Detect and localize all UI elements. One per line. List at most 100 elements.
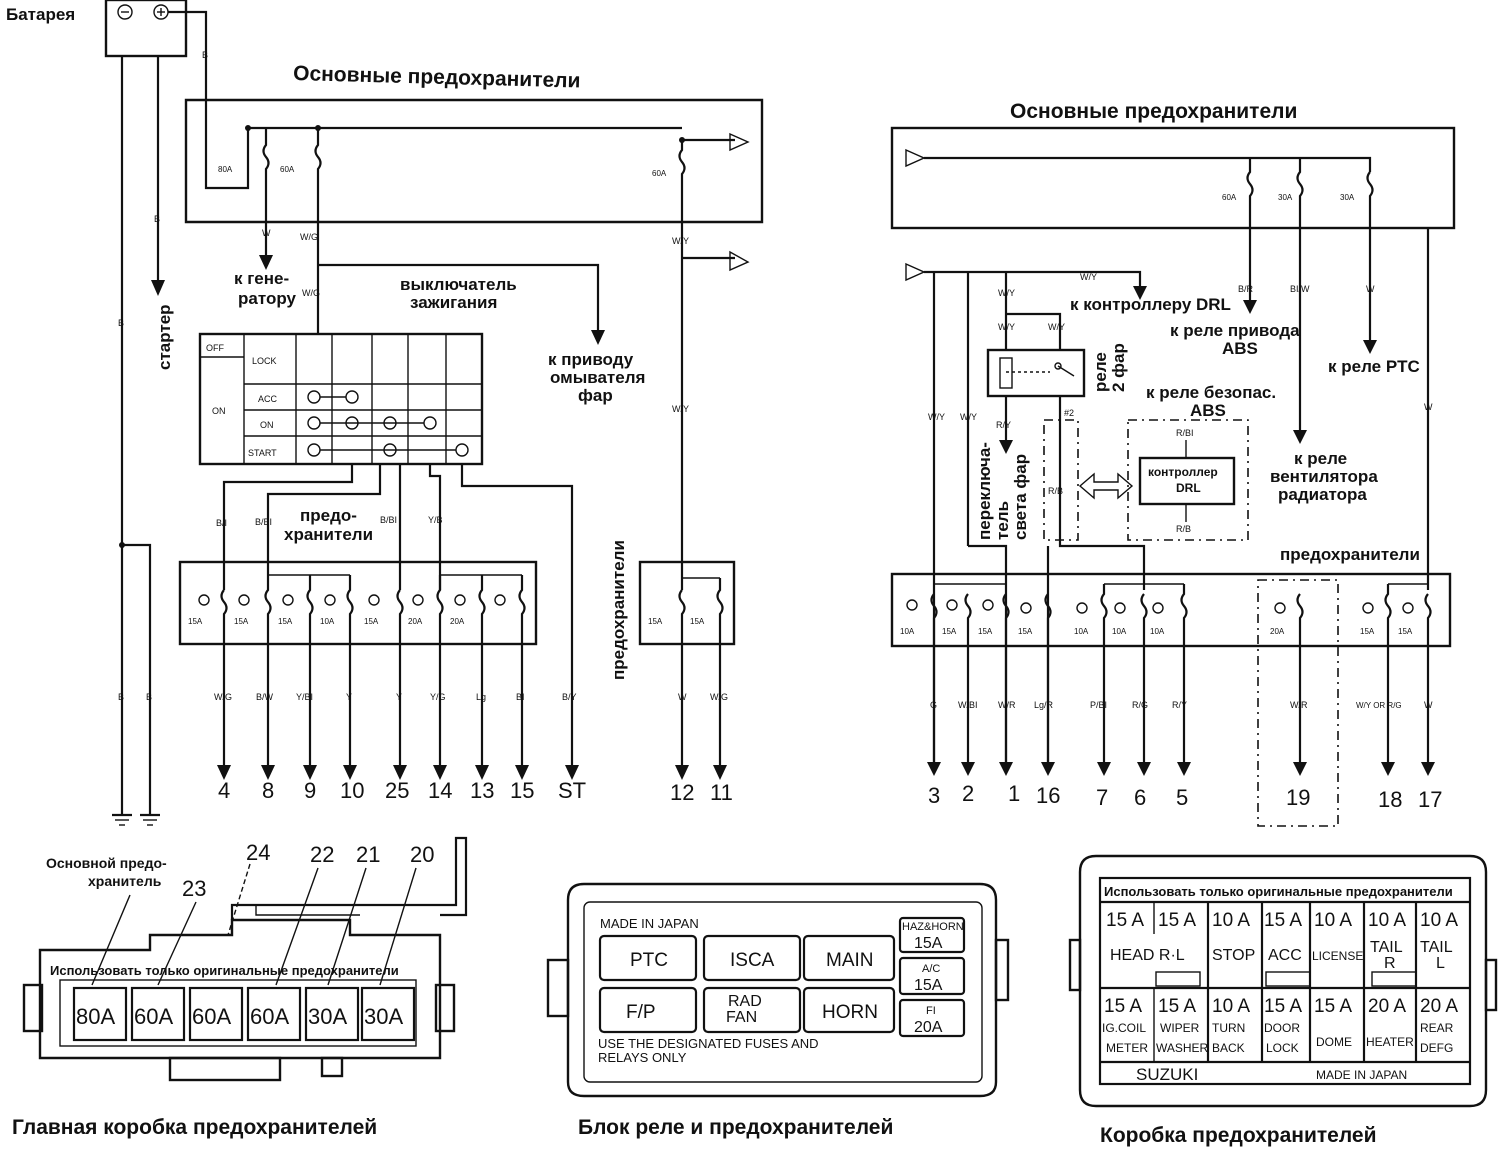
wire-label-b: B	[118, 318, 124, 328]
relay-made: MADE IN JAPAN	[600, 916, 699, 931]
wire-label: B/R	[1238, 284, 1254, 294]
left-output-wires	[217, 640, 579, 780]
wire-label: Lg/R	[1034, 700, 1054, 710]
wire-label: G	[930, 700, 937, 710]
svg-text:ON: ON	[260, 420, 274, 430]
svg-text:15 A: 15 A	[1158, 996, 1196, 1017]
wire-label: B/BI	[380, 515, 397, 525]
svg-text:15A: 15A	[234, 617, 249, 626]
svg-text:15A: 15A	[914, 977, 943, 994]
main-fuse-box	[22, 836, 468, 1082]
wire-label: P/BI	[1090, 700, 1107, 710]
wire-label: W	[1424, 700, 1433, 710]
relay-side-fuses: HAZ&HORN 15A A/C 15A FI 20A	[898, 916, 966, 1038]
starter-label: стартер	[155, 304, 174, 370]
fuse-box-note: Использовать только оригинальные предохр…	[1104, 884, 1453, 899]
svg-text:20A: 20A	[408, 617, 423, 626]
wire-label-b: B	[118, 692, 124, 702]
wire-label: W/G	[214, 692, 232, 702]
wire-label: W/G	[710, 692, 728, 702]
svg-text:DOME: DOME	[1316, 1035, 1352, 1049]
to-generator-label: к гене-ратору	[234, 269, 296, 308]
wire-label: B/W	[256, 692, 274, 702]
svg-text:20A: 20A	[1270, 627, 1285, 636]
svg-text:13: 13	[470, 778, 494, 803]
svg-text:25: 25	[385, 778, 409, 803]
wire-label: B/I	[216, 518, 227, 528]
svg-text:3: 3	[928, 783, 940, 808]
right-main-fuses: 60A 30A 30A	[1222, 158, 1374, 240]
wire-label: R/B	[1048, 486, 1063, 496]
battery-icon	[104, 0, 188, 58]
svg-text:10A: 10A	[1074, 627, 1089, 636]
wire-label-wy: W/Y	[672, 404, 689, 414]
svg-text:15A: 15A	[1398, 627, 1413, 636]
svg-text:10: 10	[340, 778, 364, 803]
wire-label: W/R	[1290, 700, 1308, 710]
svg-text:HORN: HORN	[822, 1002, 878, 1023]
callout-22: 22	[310, 842, 334, 867]
svg-text:5: 5	[1176, 785, 1188, 810]
main-fuse-bus	[204, 100, 682, 190]
relay-2-headlights	[986, 348, 1086, 398]
right-fuses-label: предохранители	[1280, 545, 1420, 564]
callout-20: 20	[410, 842, 434, 867]
svg-text:HEAD R·L: HEAD R·L	[1110, 947, 1185, 964]
svg-text:LOCK: LOCK	[252, 356, 277, 366]
battery-label: Батарея	[6, 5, 75, 24]
svg-text:15A: 15A	[1360, 627, 1375, 636]
svg-text:15 A: 15 A	[1264, 910, 1302, 931]
double-arrow	[1078, 472, 1134, 500]
svg-text:ST: ST	[558, 778, 586, 803]
wire-label-w: W	[262, 228, 271, 238]
svg-text:ACC: ACC	[258, 394, 278, 404]
main-fuse-panel	[184, 98, 764, 224]
svg-text:15A: 15A	[1018, 627, 1033, 636]
fuse-tag: 15A	[690, 617, 705, 626]
ptc-relay-label: к реле PTC	[1328, 357, 1420, 376]
svg-text:15: 15	[510, 778, 534, 803]
connector-arrow	[905, 148, 926, 168]
wire-label: Y/B	[428, 515, 443, 525]
svg-text:15 A: 15 A	[1106, 910, 1144, 931]
callout-24: 24	[246, 840, 270, 865]
svg-text:15A: 15A	[278, 617, 293, 626]
svg-text:15A: 15A	[364, 617, 379, 626]
svg-text:START: START	[248, 448, 277, 458]
wire-label: Y/G	[430, 692, 446, 702]
ground-icon	[140, 813, 160, 826]
svg-text:10A: 10A	[900, 627, 915, 636]
fuse-block-left	[178, 560, 538, 646]
wire-label-wy: W/Y	[672, 236, 689, 246]
fuse-block-right-fuses: 10A 15A 15A 15A 10A 10A 10A 20A 15A 15A	[900, 584, 1432, 640]
fuses-label: предо-хранители	[284, 506, 373, 544]
svg-text:MAIN: MAIN	[826, 950, 874, 971]
svg-text:60A: 60A	[652, 169, 667, 178]
wire-label-wg: W/G	[300, 232, 318, 242]
washer-wire	[318, 263, 600, 330]
fuse-box	[1068, 854, 1498, 1108]
abs-safety-label: к реле безопас.ABS	[1146, 383, 1276, 420]
fuse-block-right	[890, 572, 1452, 648]
fuse-box-made: MADE IN JAPAN	[1316, 1068, 1407, 1082]
ignition-switch-table: OFF LOCK ON ACC ON START	[198, 332, 484, 466]
svg-text:16: 16	[1036, 783, 1060, 808]
right-output-wires	[927, 640, 1435, 776]
svg-text:80A: 80A	[218, 165, 233, 174]
relay-block	[546, 882, 1010, 1098]
svg-text:18: 18	[1378, 787, 1402, 812]
wire-label: Y	[396, 692, 402, 702]
svg-text:HEATER: HEATER	[1366, 1035, 1414, 1049]
wire-label: BI/W	[1290, 284, 1310, 294]
starter-arrow	[151, 280, 165, 296]
side-fuse-block	[638, 560, 736, 646]
fuse-box-bottom-ratings: 15 A 15 A 10 A 15 A 15 A 20 A 20 A	[1104, 996, 1458, 1017]
svg-text:30A: 30A	[308, 1004, 347, 1029]
svg-text:15A: 15A	[978, 627, 993, 636]
